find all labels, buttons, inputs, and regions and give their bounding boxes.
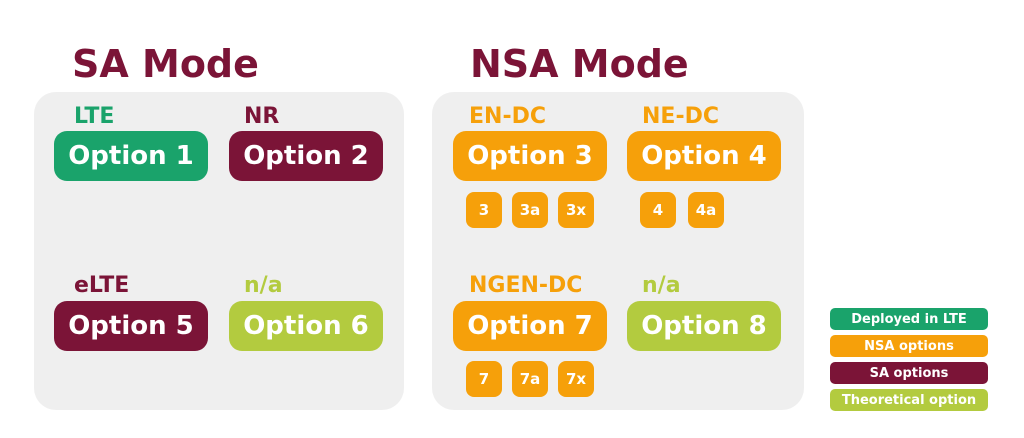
en-dc-label: EN-DC [469, 104, 546, 129]
option-4-box: Option 4 [627, 131, 781, 181]
lte-label: LTE [74, 104, 115, 129]
nr-label: NR [244, 104, 280, 129]
option-7-box: Option 7 [453, 301, 607, 351]
variant-3: 3 [466, 192, 502, 228]
option-3-box: Option 3 [453, 131, 607, 181]
variant-7: 7 [466, 361, 502, 397]
option-6-box: Option 6 [229, 301, 383, 351]
sa-mode-title: SA Mode [72, 42, 259, 86]
variant-7a: 7a [512, 361, 548, 397]
legend-deployed-in-lte: Deployed in LTE [830, 308, 988, 330]
variant-4a: 4a [688, 192, 724, 228]
option-2-box: Option 2 [229, 131, 383, 181]
variant-4: 4 [640, 192, 676, 228]
variant-3a: 3a [512, 192, 548, 228]
na-label-sa: n/a [244, 273, 283, 298]
legend-theoretical-option: Theoretical option [830, 389, 988, 411]
option-1-box: Option 1 [54, 131, 208, 181]
elte-label: eLTE [74, 273, 130, 298]
option-8-box: Option 8 [627, 301, 781, 351]
legend-sa-options: SA options [830, 362, 988, 384]
ngen-dc-label: NGEN-DC [469, 273, 583, 298]
ne-dc-label: NE-DC [642, 104, 719, 129]
variant-3x: 3x [558, 192, 594, 228]
na-label-nsa: n/a [642, 273, 681, 298]
variant-7x: 7x [558, 361, 594, 397]
nsa-mode-title: NSA Mode [470, 42, 689, 86]
option-5-box: Option 5 [54, 301, 208, 351]
legend-nsa-options: NSA options [830, 335, 988, 357]
